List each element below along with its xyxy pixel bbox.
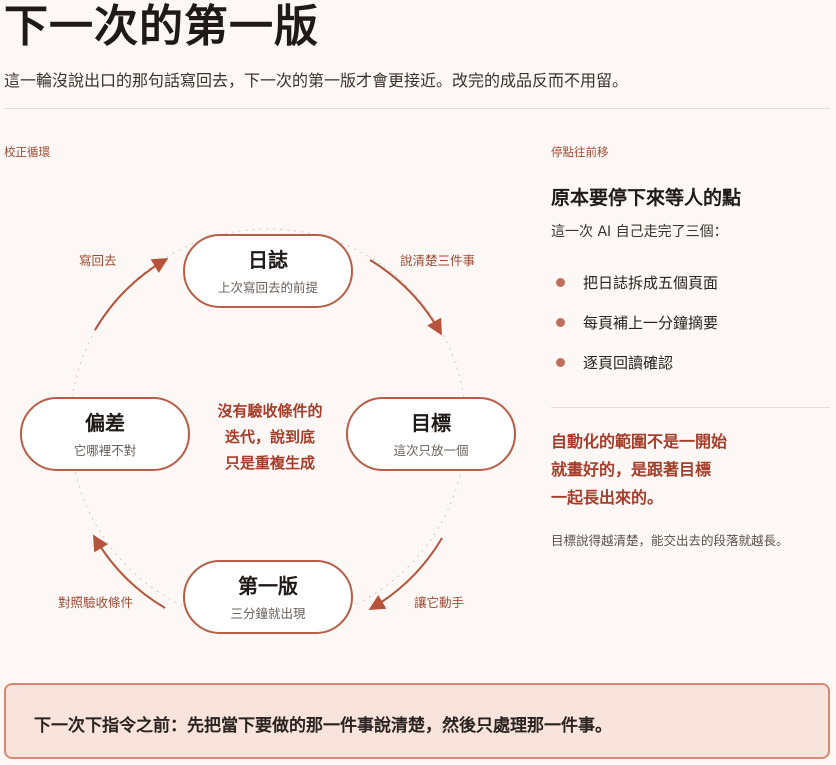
center-note-line-1: 沒有驗收條件的 — [217, 402, 323, 420]
edge-label-left-top: 寫回去 — [79, 253, 117, 268]
step-item: 把日誌拆成五個頁面 — [556, 272, 718, 293]
node-log-title: 日誌 — [248, 248, 288, 272]
emphasis-line-3: 一起長出來的。 — [551, 488, 664, 507]
panel-intro: 這一次 AI 自己走完了三個： — [551, 224, 728, 240]
diagram-label: 校正循環 — [4, 145, 50, 159]
node-goal: 目標 這次只放一個 — [346, 397, 516, 471]
panel-emphasis: 自動化的範圍不是一開始 就畫好的，是跟著目標 一起長出來的。 — [551, 428, 791, 512]
step-label: 逐頁回讀確認 — [583, 354, 674, 372]
bullet-dot-icon — [556, 358, 565, 367]
edge-label-top-right: 說清楚三件事 — [400, 253, 476, 268]
calibration-cycle-diagram: 日誌 上次寫回去的前提 目標 這次只放一個 第一版 三分鐘就出現 偏差 它哪裡不… — [0, 160, 540, 660]
node-goal-subtitle: 這次只放一個 — [393, 443, 469, 458]
page-subtitle: 這一輪沒說出口的那句話寫回去，下一次的第一版才會更接近。改完的成品反而不用留。 — [4, 71, 629, 90]
step-label: 把日誌拆成五個頁面 — [583, 274, 719, 292]
node-deviation-title: 偏差 — [85, 411, 125, 435]
callout-box: 下一次下指令之前：先把當下要做的那一件事說清楚，然後只處理那一件事。 — [4, 683, 830, 759]
step-item: 逐頁回讀確認 — [556, 352, 673, 373]
arrow-right-bottom — [368, 537, 443, 611]
panel-title: 原本要停下來等人的點 — [551, 187, 742, 209]
header-divider — [4, 108, 830, 109]
arrow-left-top — [94, 257, 169, 331]
step-label: 每頁補上一分鐘摘要 — [583, 314, 719, 332]
edge-label-bottom-left: 對照驗收條件 — [58, 595, 134, 610]
arrow-bottom-left — [92, 534, 166, 609]
node-log-subtitle: 上次寫回去的前提 — [217, 280, 318, 295]
diagram-center-note: 沒有驗收條件的 迭代，說到底 只是重複生成 — [200, 398, 340, 476]
center-note-line-2: 迭代，說到底 — [224, 428, 315, 446]
step-item: 每頁補上一分鐘摘要 — [556, 312, 718, 333]
center-note-line-3: 只是重複生成 — [224, 454, 315, 472]
edge-label-right-bottom: 讓它動手 — [414, 595, 465, 610]
bullet-dot-icon — [556, 318, 565, 327]
node-deviation-subtitle: 它哪裡不對 — [73, 443, 137, 458]
bullet-dot-icon — [556, 278, 565, 287]
node-first-draft: 第一版 三分鐘就出現 — [183, 560, 353, 634]
emphasis-line-2: 就畫好的，是跟著目標 — [551, 460, 712, 479]
node-goal-title: 目標 — [411, 411, 451, 435]
node-first-draft-title: 第一版 — [238, 574, 298, 598]
node-first-draft-subtitle: 三分鐘就出現 — [230, 606, 306, 621]
emphasis-line-1: 自動化的範圍不是一開始 — [551, 432, 728, 451]
arrow-top-right — [369, 259, 442, 336]
node-log: 日誌 上次寫回去的前提 — [183, 234, 353, 308]
panel-label: 停點往前移 — [551, 145, 609, 159]
panel-divider — [551, 407, 830, 408]
panel-footnote: 目標說得越清楚，能交出去的段落就越長。 — [551, 533, 789, 548]
callout-text: 下一次下指令之前：先把當下要做的那一件事說清楚，然後只處理那一件事。 — [34, 716, 612, 736]
page-title: 下一次的第一版 — [4, 1, 319, 52]
node-deviation: 偏差 它哪裡不對 — [20, 397, 190, 471]
